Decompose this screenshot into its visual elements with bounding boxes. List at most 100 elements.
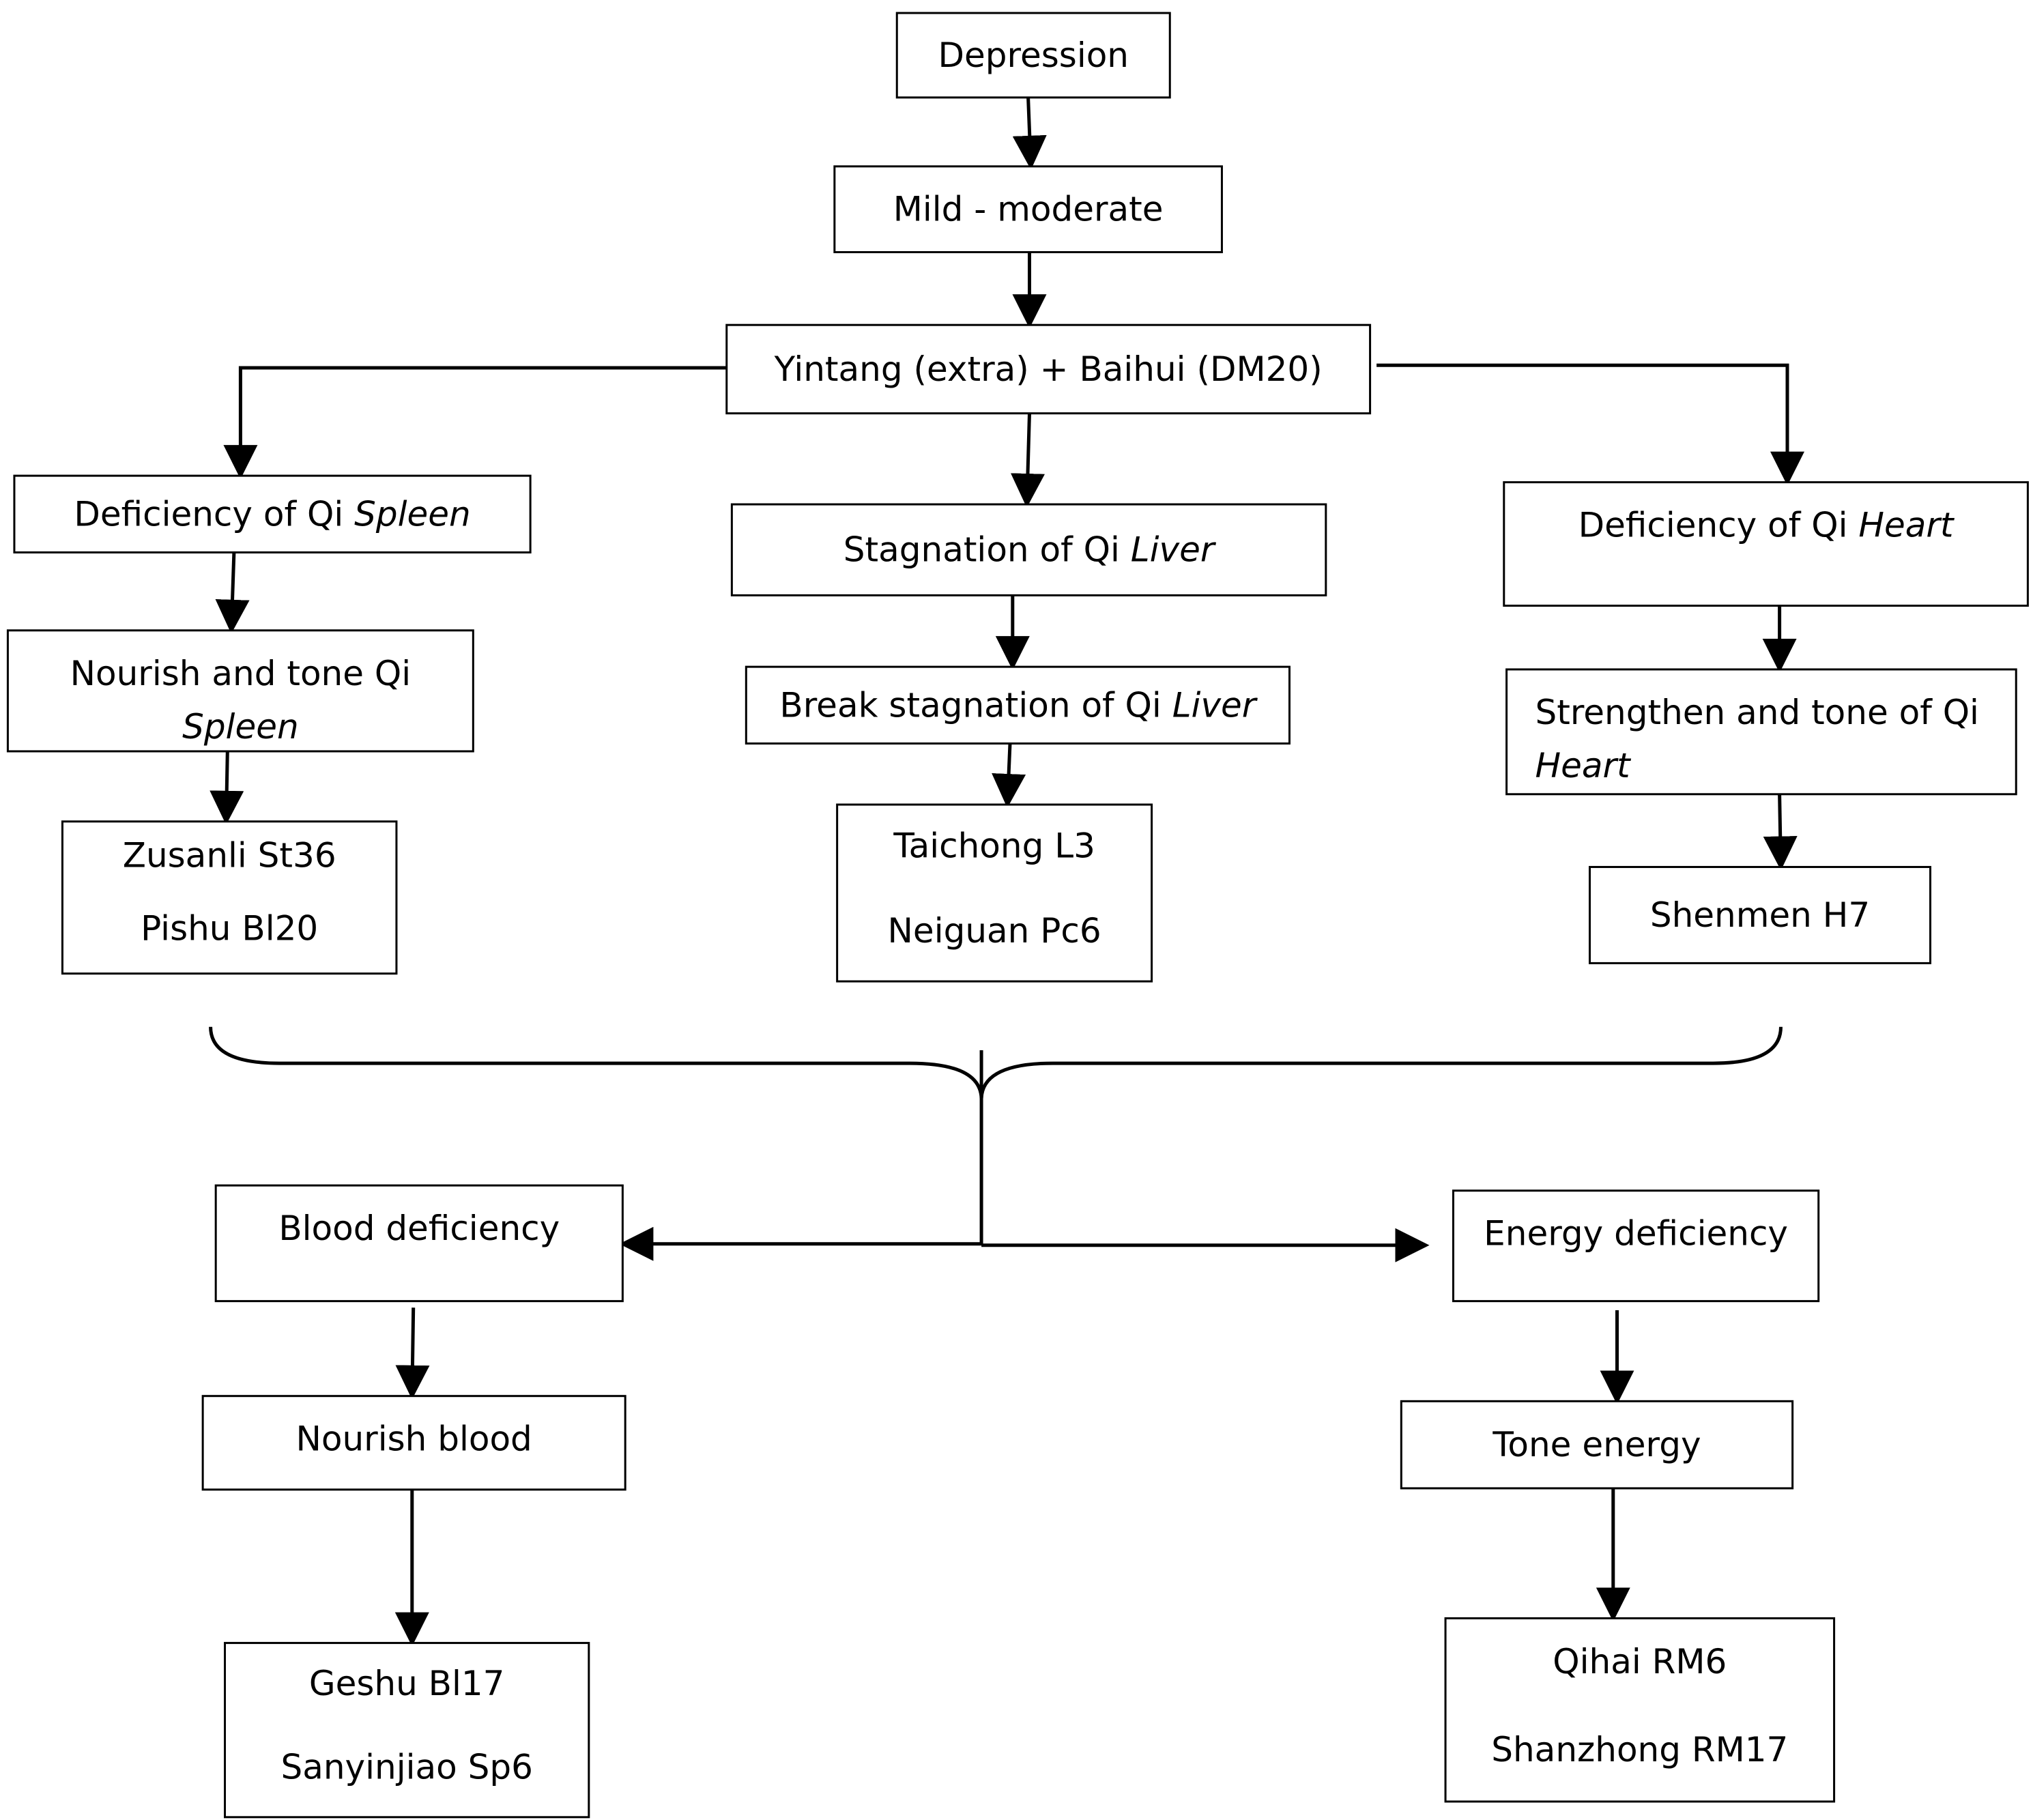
label-text: Qihai RM6 <box>1553 1642 1727 1681</box>
node-label: Yintang (extra) + Baihui (DM20) <box>774 349 1323 389</box>
node-label: Energy deficiency <box>1484 1214 1788 1254</box>
node-break-liver: Break stagnation of Qi Liver <box>745 665 1291 745</box>
label-text: Deficiency of Qi <box>74 494 354 534</box>
node-spleen-deficiency: Deficiency of Qi Spleen <box>13 474 532 554</box>
arrow-strengthen-heart-to-shenmen <box>1763 794 1798 871</box>
arrow-break-liver-to-taichong-neiguan <box>992 743 1026 808</box>
node-box <box>13 474 532 554</box>
node-box <box>6 629 474 753</box>
node-label: Geshu Bl17 <box>309 1664 505 1703</box>
node-strengthen-heart: Strengthen and tone of Qi Heart <box>1505 668 2017 796</box>
label-text: Yintang (extra) + Baihui (DM20) <box>774 349 1323 389</box>
label-text: Depression <box>938 35 1129 75</box>
node-box <box>1452 1189 1820 1303</box>
node-box <box>1505 668 2017 796</box>
label-text: Shenmen H7 <box>1650 895 1870 935</box>
node-label: Zusanli St36 <box>123 836 336 876</box>
organ-label: Spleen <box>182 707 299 747</box>
node-box <box>730 503 1327 596</box>
label-text: Energy deficiency <box>1484 1214 1788 1254</box>
node-yintang-baihui: Yintang (extra) + Baihui (DM20) <box>725 323 1372 415</box>
node-box <box>201 1395 626 1491</box>
node-label: Deficiency of Qi Spleen <box>74 494 470 534</box>
node-label: Depression <box>938 35 1129 75</box>
node-mild-moderate: Mild - moderate <box>833 165 1223 254</box>
node-label: Nourish and tone Qi <box>70 654 412 693</box>
arrow-yintang-baihui-to-liver-stagnation <box>1010 413 1045 508</box>
organ-label: Spleen <box>354 494 471 534</box>
label-text: Blood deficiency <box>278 1209 560 1248</box>
node-label: Break stagnation of Qi Liver <box>779 685 1258 725</box>
node-label: Qihai RM6 <box>1553 1642 1727 1681</box>
arrow-blood-deficiency-to-nourish-blood <box>395 1308 430 1400</box>
edges-layer <box>210 97 1804 1647</box>
node-label: Pishu Bl20 <box>141 909 318 949</box>
node-box <box>833 165 1223 254</box>
organ-label: Liver <box>1172 685 1258 725</box>
node-box <box>214 1184 624 1303</box>
organ-label: Heart <box>1535 746 1632 785</box>
node-box <box>224 1642 590 1819</box>
node-taichong-neiguan: Taichong L3 Neiguan Pc6 <box>836 803 1153 983</box>
organ-label: Heart <box>1858 506 1955 545</box>
node-label: Nourish blood <box>295 1419 532 1459</box>
node-label: Taichong L3 <box>893 826 1095 866</box>
node-label: Shanzhong RM17 <box>1491 1730 1788 1770</box>
node-box <box>1503 481 2029 607</box>
arrow-nourish-spleen-to-zusanli-pishu <box>210 751 244 825</box>
node-box <box>725 323 1372 415</box>
node-liver-stagnation: Stagnation of Qi Liver <box>730 503 1327 596</box>
node-label: Strengthen and tone of Qi <box>1535 693 1978 732</box>
node-blood-deficiency: Blood deficiency <box>214 1184 624 1303</box>
node-label: Tone energy <box>1492 1425 1701 1464</box>
label-text: Nourish and tone Qi <box>70 654 412 693</box>
brace-layer <box>209 1026 1783 1245</box>
curly-brace <box>209 1026 1783 1099</box>
node-box <box>1588 865 1932 964</box>
label-text: Break stagnation of Qi <box>779 685 1172 725</box>
label-text: Zusanli St36 <box>123 836 336 876</box>
node-shenmen: Shenmen H7 <box>1588 865 1932 964</box>
label-text: Stagnation of Qi <box>844 530 1131 570</box>
label-text: Mild - moderate <box>893 190 1164 229</box>
node-box <box>61 820 398 975</box>
label-text: Sanyinjiao Sp6 <box>280 1748 532 1787</box>
node-label: Spleen <box>182 707 299 747</box>
node-box <box>1400 1400 1794 1490</box>
node-label: Sanyinjiao Sp6 <box>280 1748 532 1787</box>
arrow-spleen-deficiency-to-nourish-spleen <box>215 552 250 634</box>
organ-label: Liver <box>1131 530 1217 570</box>
arrow-yintang-baihui-to-spleen-deficiency <box>223 366 727 480</box>
node-box <box>895 12 1171 99</box>
node-depression: Depression <box>895 12 1171 99</box>
node-label: Shenmen H7 <box>1650 895 1870 935</box>
label-text: Geshu Bl17 <box>309 1664 505 1703</box>
node-label: Blood deficiency <box>278 1209 560 1248</box>
label-text: Deficiency of Qi <box>1578 506 1859 545</box>
node-label: Deficiency of Qi Heart <box>1578 506 1955 545</box>
label-text: Nourish blood <box>295 1419 532 1459</box>
node-label: Neiguan Pc6 <box>888 911 1101 951</box>
label-text: Neiguan Pc6 <box>888 911 1101 951</box>
label-text: Tone energy <box>1492 1425 1701 1464</box>
node-tone-energy: Tone energy <box>1400 1400 1794 1490</box>
node-box <box>745 665 1291 745</box>
node-nourish-spleen: Nourish and tone Qi Spleen <box>6 629 474 753</box>
label-text: Taichong L3 <box>893 826 1095 866</box>
arrow-yintang-baihui-to-heart-deficiency <box>1376 363 1804 486</box>
node-nourish-blood: Nourish blood <box>201 1395 626 1491</box>
node-box <box>836 803 1153 983</box>
node-energy-deficiency: Energy deficiency <box>1452 1189 1820 1303</box>
node-heart-deficiency: Deficiency of Qi Heart <box>1503 481 2029 607</box>
label-text: Strengthen and tone of Qi <box>1535 693 1978 732</box>
label-text: Shanzhong RM17 <box>1491 1730 1788 1770</box>
node-label: Stagnation of Qi Liver <box>844 530 1217 570</box>
node-label: Mild - moderate <box>893 190 1164 229</box>
arrow-depression-to-mild-moderate <box>1012 97 1047 170</box>
node-label: Heart <box>1535 746 1632 785</box>
